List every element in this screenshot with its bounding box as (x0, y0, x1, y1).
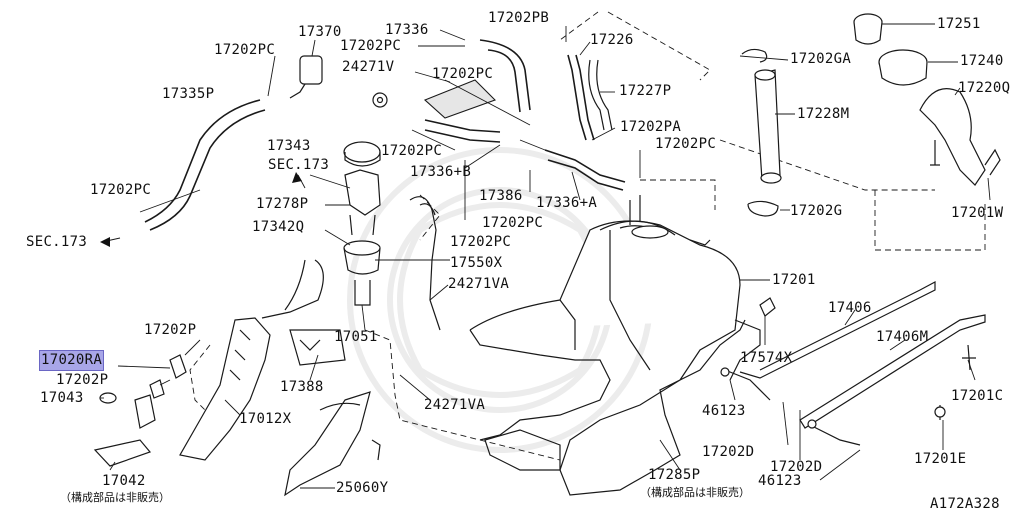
label-46123-a[interactable]: 46123 (702, 403, 746, 419)
label-17012X[interactable]: 17012X (239, 411, 292, 427)
tank-straps (720, 281, 986, 446)
label-17201W[interactable]: 17201W (951, 205, 1004, 221)
label-17202GA[interactable]: 17202GA (790, 51, 852, 67)
label-17342Q[interactable]: 17342Q (252, 219, 305, 235)
label-46123-b[interactable]: 46123 (758, 473, 802, 489)
label-17336B[interactable]: 17336+B (410, 164, 472, 180)
label-25060Y[interactable]: 25060Y (336, 480, 389, 496)
label-17202P-b[interactable]: 17202P (56, 372, 109, 388)
label-17343[interactable]: 17343 (267, 138, 311, 154)
label-17251[interactable]: 17251 (937, 16, 981, 32)
label-17226[interactable]: 17226 (590, 32, 634, 48)
label-17227P[interactable]: 17227P (619, 83, 672, 99)
note-components-not-sold-b: （構成部品は非販売） (640, 486, 750, 499)
label-17202PC-f[interactable]: 17202PC (90, 182, 152, 198)
label-17574X[interactable]: 17574X (740, 350, 793, 366)
label-17335P[interactable]: 17335P (162, 86, 215, 102)
label-17202PC-c[interactable]: 17202PC (432, 66, 494, 82)
leader-lines (100, 23, 991, 489)
note-components-not-sold-a: （構成部品は非販売） (60, 491, 170, 504)
label-17043[interactable]: 17043 (40, 390, 84, 406)
label-17201[interactable]: 17201 (772, 272, 816, 288)
label-17202D-a[interactable]: 17202D (702, 444, 755, 460)
vent-hoses (372, 39, 626, 191)
fuel-tank-17201 (469, 195, 761, 496)
label-17202PB[interactable]: 17202PB (488, 10, 550, 26)
label-sec173-a[interactable]: SEC.173 (268, 157, 330, 173)
label-17550X[interactable]: 17550X (450, 255, 503, 271)
label-17386[interactable]: 17386 (479, 188, 523, 204)
filler-hoses (741, 13, 1001, 217)
label-17406[interactable]: 17406 (828, 300, 872, 316)
label-17336A[interactable]: 17336+A (536, 195, 598, 211)
label-24271VA-a[interactable]: 24271VA (448, 276, 510, 292)
label-17202G[interactable]: 17202G (790, 203, 843, 219)
label-17370[interactable]: 17370 (298, 24, 342, 40)
label-17285P[interactable]: 17285P (648, 467, 701, 483)
label-17220Q[interactable]: 17220Q (958, 80, 1011, 96)
label-17388[interactable]: 17388 (280, 379, 324, 395)
label-17202PA[interactable]: 17202PA (620, 119, 682, 135)
hose-17335P (144, 55, 323, 231)
label-17042[interactable]: 17042 (102, 473, 146, 489)
label-17202PC-d[interactable]: 17202PC (381, 143, 443, 159)
label-17202PC-g[interactable]: 17202PC (482, 215, 544, 231)
label-17240[interactable]: 17240 (960, 53, 1004, 69)
sender-unit (343, 141, 441, 331)
label-17201E[interactable]: 17201E (914, 451, 967, 467)
label-17278P[interactable]: 17278P (256, 196, 309, 212)
label-17228M[interactable]: 17228M (797, 106, 850, 122)
label-17202PC-e[interactable]: 17202PC (655, 136, 717, 152)
diagram-code: A172A328 (930, 496, 1000, 512)
label-17202D-b[interactable]: 17202D (770, 459, 823, 475)
label-17020RA-highlighted[interactable]: 17020RA (38, 350, 105, 371)
label-17202PC-a[interactable]: 17202PC (214, 42, 276, 58)
pump-assembly (93, 259, 381, 497)
label-17336[interactable]: 17336 (385, 22, 429, 38)
label-sec173-b[interactable]: SEC.173 (26, 234, 88, 250)
direction-arrows (100, 172, 302, 247)
label-24271VA-b[interactable]: 24271VA (424, 397, 486, 413)
label-17202PC-b[interactable]: 17202PC (340, 38, 402, 54)
label-17202PC-h[interactable]: 17202PC (450, 234, 512, 250)
label-17406M[interactable]: 17406M (876, 329, 929, 345)
label-17201C[interactable]: 17201C (951, 388, 1004, 404)
label-24271V[interactable]: 24271V (342, 59, 395, 75)
label-17051[interactable]: 17051 (334, 329, 378, 345)
label-17202P-a[interactable]: 17202P (144, 322, 197, 338)
